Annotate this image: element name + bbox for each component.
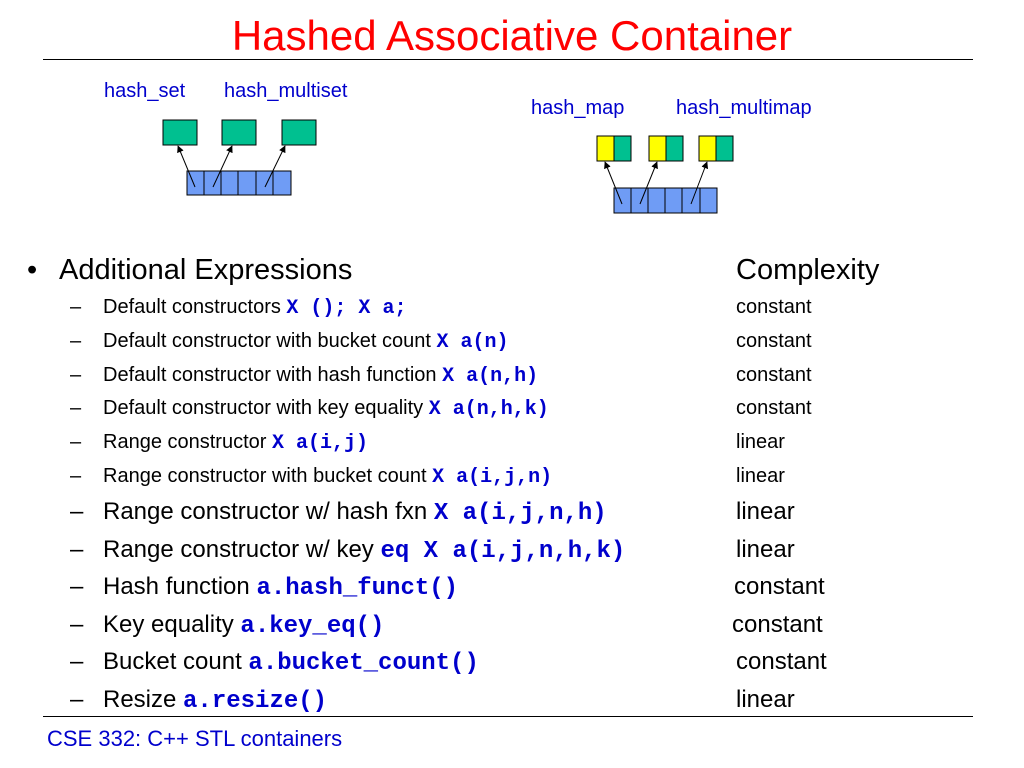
complexity-value: constant (736, 364, 812, 386)
set-element-box (221, 119, 257, 146)
expression-label: Range constructor w/ key eq X a(i,j,n,h,… (103, 536, 626, 565)
hash-multiset-label: hash_multiset (224, 80, 348, 102)
map-pointer-arrow (639, 161, 658, 205)
expression-code: X a(n,h) (442, 365, 539, 388)
expression-label: Range constructor X a(i,j) (103, 431, 368, 455)
complexity-value: constant (736, 397, 812, 419)
complexity-value: linear (736, 465, 785, 487)
map-key-box (698, 135, 717, 162)
dash-marker: – (70, 611, 84, 638)
dash-marker: – (70, 536, 84, 563)
dash-marker: – (70, 397, 82, 419)
dash-marker: – (70, 648, 84, 675)
expression-label: Resize a.resize() (103, 686, 328, 715)
dash-marker: – (70, 296, 82, 318)
footer-text: CSE 332: C++ STL containers (47, 726, 343, 751)
set-pointer-arrow (212, 145, 233, 188)
complexity-value: constant (736, 330, 812, 352)
map-value-box (613, 135, 632, 162)
title-divider (43, 59, 973, 60)
hash-set-label: hash_set (104, 80, 186, 102)
complexity-value: constant (732, 611, 823, 638)
complexity-value: constant (736, 648, 827, 675)
expression-label: Default constructor with key equality X … (103, 397, 549, 421)
expression-code: X (); X a; (286, 297, 407, 320)
set-pointer-arrow (177, 145, 196, 188)
bullet-marker: • (27, 254, 38, 286)
map-key-box (648, 135, 667, 162)
expression-code: X a(n) (436, 331, 509, 354)
set-bucket-array (186, 170, 292, 196)
dash-marker: – (70, 686, 84, 713)
expression-label: Hash function a.hash_funct() (103, 573, 459, 602)
expression-code: eq X a(i,j,n,h,k) (380, 538, 626, 565)
footer-divider (43, 716, 973, 717)
complexity-value: linear (736, 498, 795, 525)
map-value-box (665, 135, 684, 162)
map-pointer-arrow (690, 161, 709, 205)
expression-code: X a(i,j,n) (432, 466, 553, 489)
dash-marker: – (70, 573, 84, 600)
hash-multimap-label: hash_multimap (676, 97, 812, 119)
set-element-box (162, 119, 198, 146)
dash-marker: – (70, 465, 82, 487)
expression-label: Range constructor with bucket count X a(… (103, 465, 553, 489)
dash-marker: – (70, 431, 82, 453)
hash-map-diagram (596, 135, 734, 214)
complexity-value: linear (736, 686, 795, 713)
set-element-box (281, 119, 317, 146)
expression-code: X a(i,j) (271, 432, 368, 455)
expression-code: a.bucket_count() (248, 650, 479, 677)
map-key-box (596, 135, 615, 162)
map-bucket-array (613, 187, 718, 214)
slide-title: Hashed Associative Container (231, 12, 793, 59)
hash-set-diagram (162, 119, 317, 196)
expression-label: Default constructor with bucket count X … (103, 330, 509, 354)
hash-map-label: hash_map (531, 97, 625, 119)
expression-code: X a(n,h,k) (428, 398, 549, 421)
map-value-box (715, 135, 734, 162)
expression-code: X a(i,j,n,h) (433, 500, 607, 527)
complexity-value: constant (736, 296, 812, 318)
expression-label: Range constructor w/ hash fxn X a(i,j,n,… (103, 498, 607, 527)
complexity-value: linear (736, 536, 795, 563)
set-pointer-arrow (264, 145, 286, 188)
expression-code: a.key_eq() (240, 613, 385, 640)
section-heading: Additional Expressions (59, 254, 353, 286)
bucket-diagrams (162, 119, 734, 214)
dash-marker: – (70, 364, 82, 386)
expression-label: Key equality a.key_eq() (103, 611, 385, 640)
expression-label: Default constructors X (); X a; (103, 296, 407, 320)
expression-label: Default constructor with hash function X… (103, 364, 539, 388)
map-pointer-arrow (604, 161, 623, 205)
expression-code: a.resize() (183, 688, 328, 715)
complexity-value: linear (736, 431, 785, 453)
complexity-value: constant (734, 573, 825, 600)
complexity-heading: Complexity (736, 254, 880, 286)
expression-code: a.hash_funct() (256, 575, 459, 602)
dash-marker: – (70, 498, 84, 525)
dash-marker: – (70, 330, 82, 352)
expression-label: Bucket count a.bucket_count() (103, 648, 479, 677)
